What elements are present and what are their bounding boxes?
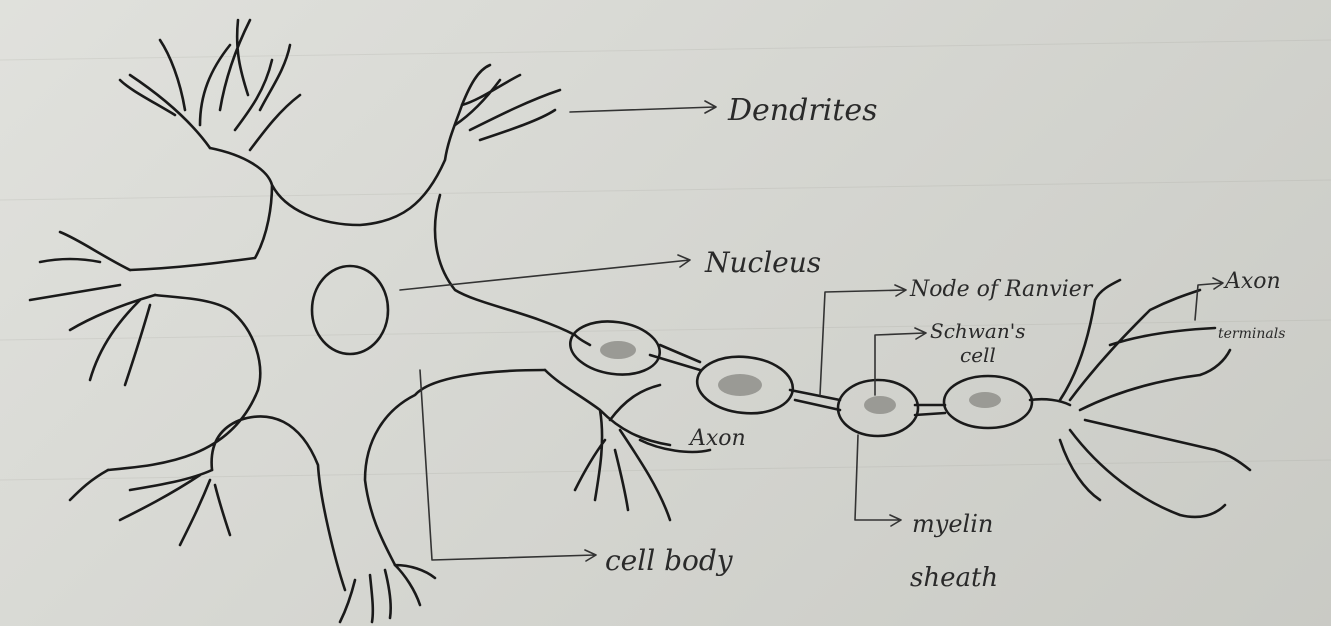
label-dendrites: Dendrites [727, 93, 877, 128]
leader-lines [400, 101, 1223, 561]
label-schwann-cell-line2: cell [960, 343, 996, 367]
node-of-ranvier-leader [820, 285, 906, 395]
label-myelin-sheath-line2: sheath [910, 563, 998, 593]
axon-terminals-leader [1195, 278, 1223, 320]
schwann-nucleus-2 [718, 374, 762, 396]
label-axon-terminals-line2: terminals [1218, 326, 1285, 342]
dendrite-lower-left [70, 470, 230, 545]
label-axon-terminals-line1: Axon [1223, 269, 1281, 294]
label-schwann-cell-line1: Schwan's [930, 319, 1025, 343]
cell-body-outline [108, 105, 575, 590]
label-nucleus: Nucleus [704, 246, 821, 279]
schwann-nucleus-1 [600, 341, 636, 359]
dendrite-upper-left [120, 20, 300, 150]
schwann-nucleus-4 [969, 392, 1001, 408]
label-axon: Axon [688, 426, 746, 451]
label-cell-body: cell body [605, 544, 734, 577]
label-myelin-sheath-line1: myelin [912, 510, 993, 538]
myelin-sheath-leader [855, 435, 901, 526]
dendrite-lower-center [340, 565, 435, 622]
dendrite-upper-right [455, 65, 560, 140]
cell-body-leader [420, 370, 596, 561]
dendrites-leader [570, 101, 716, 113]
label-node-of-ranvier: Node of Ranvier [909, 277, 1094, 302]
dendrite-left [30, 232, 155, 385]
axon-terminals [1060, 280, 1250, 517]
nucleus [312, 266, 388, 354]
axon-collateral [545, 370, 710, 520]
schwann-nucleus-3 [864, 396, 896, 414]
